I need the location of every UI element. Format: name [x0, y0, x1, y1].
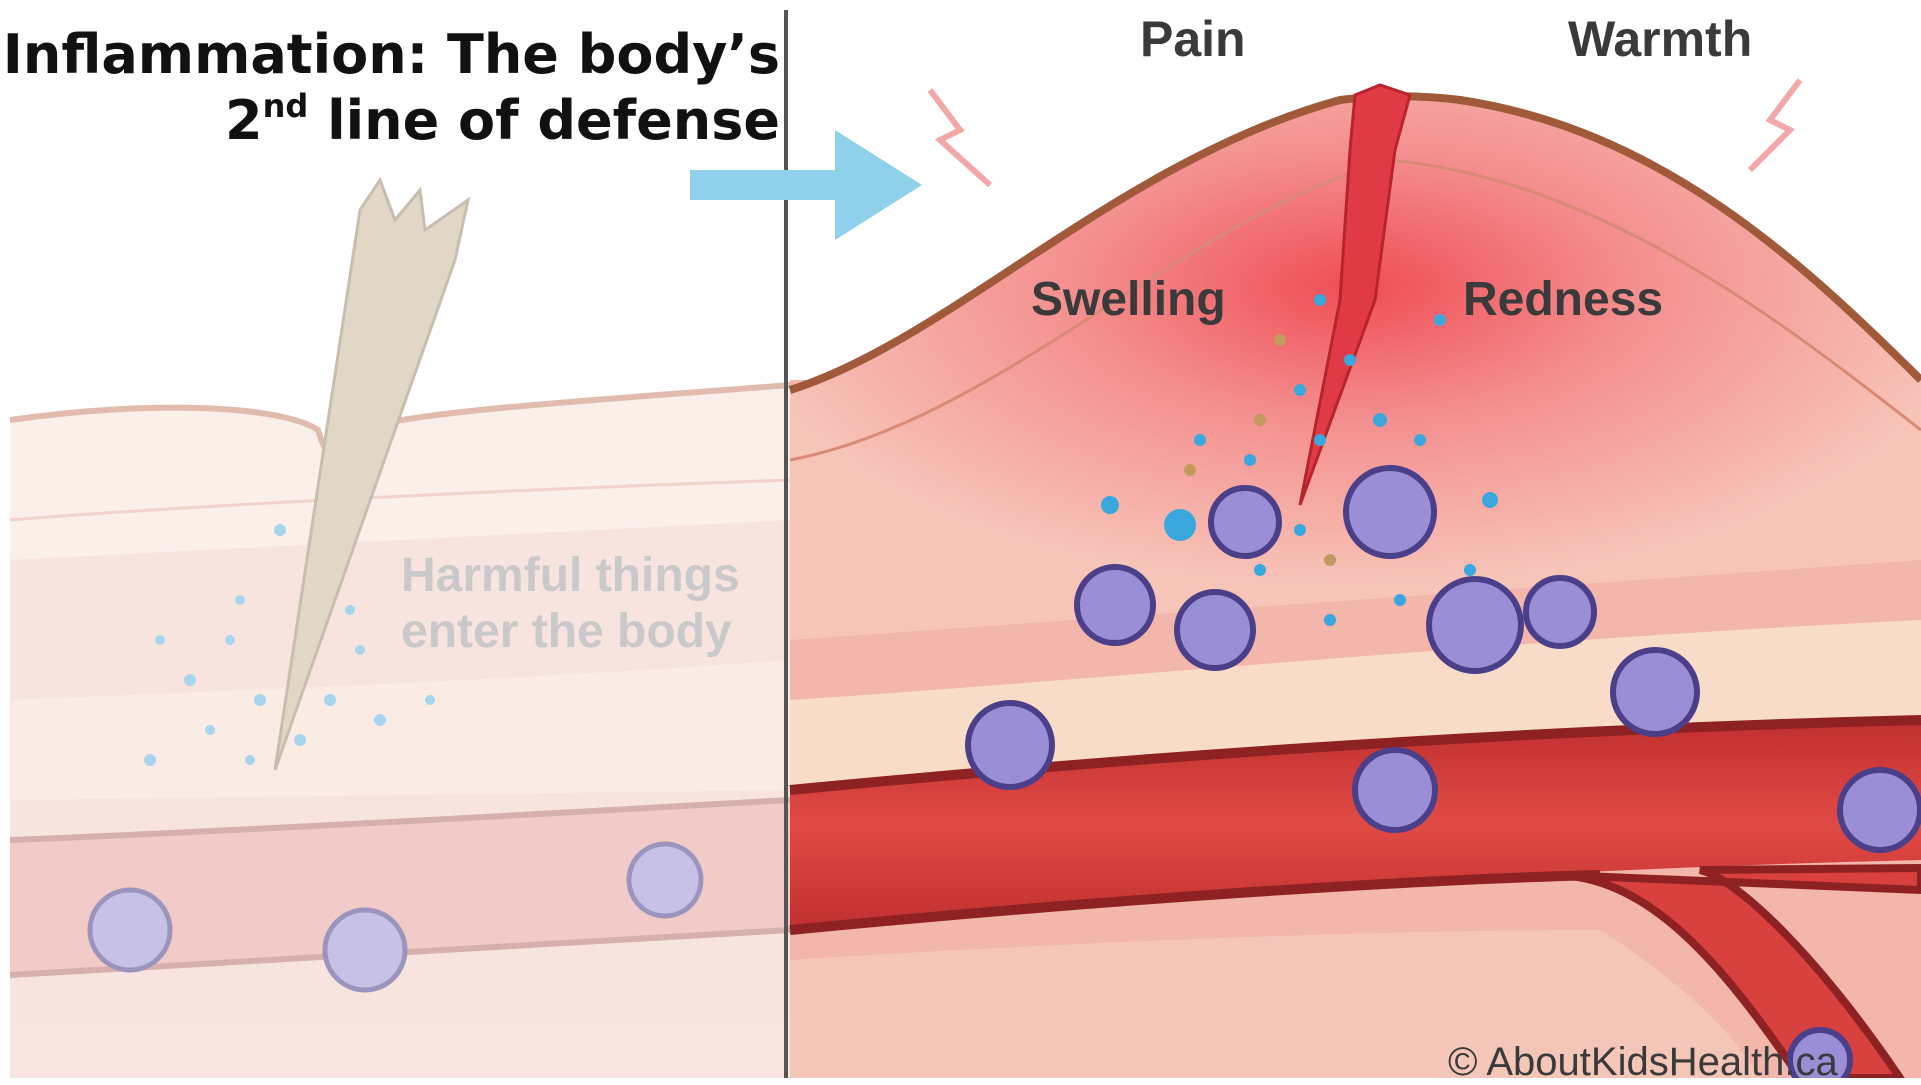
title-line-2-prefix: 2 — [225, 89, 263, 152]
label-harmful-line-2: enter the body — [401, 604, 740, 660]
label-pain: Pain — [1140, 10, 1246, 68]
title-line-2: 2nd line of defense — [3, 88, 780, 154]
right-panel — [790, 80, 1921, 1078]
title-line-2-rest: line of defense — [308, 89, 780, 152]
title-line-2-superscript: nd — [263, 87, 309, 125]
label-harmful-things: Harmful things enter the body — [401, 548, 740, 660]
title-line-1: Inflammation: The body’s — [3, 22, 780, 88]
warmth-spark-icon — [1750, 80, 1800, 170]
label-redness: Redness — [1463, 272, 1663, 327]
label-harmful-line-1: Harmful things — [401, 548, 740, 604]
pain-spark-icon — [930, 90, 990, 185]
label-warmth: Warmth — [1568, 10, 1752, 68]
label-swelling: Swelling — [1031, 272, 1226, 327]
copyright-credit: © AboutKidsHealth.ca — [1448, 1040, 1838, 1085]
page-title: Inflammation: The body’s 2nd line of def… — [3, 22, 780, 154]
